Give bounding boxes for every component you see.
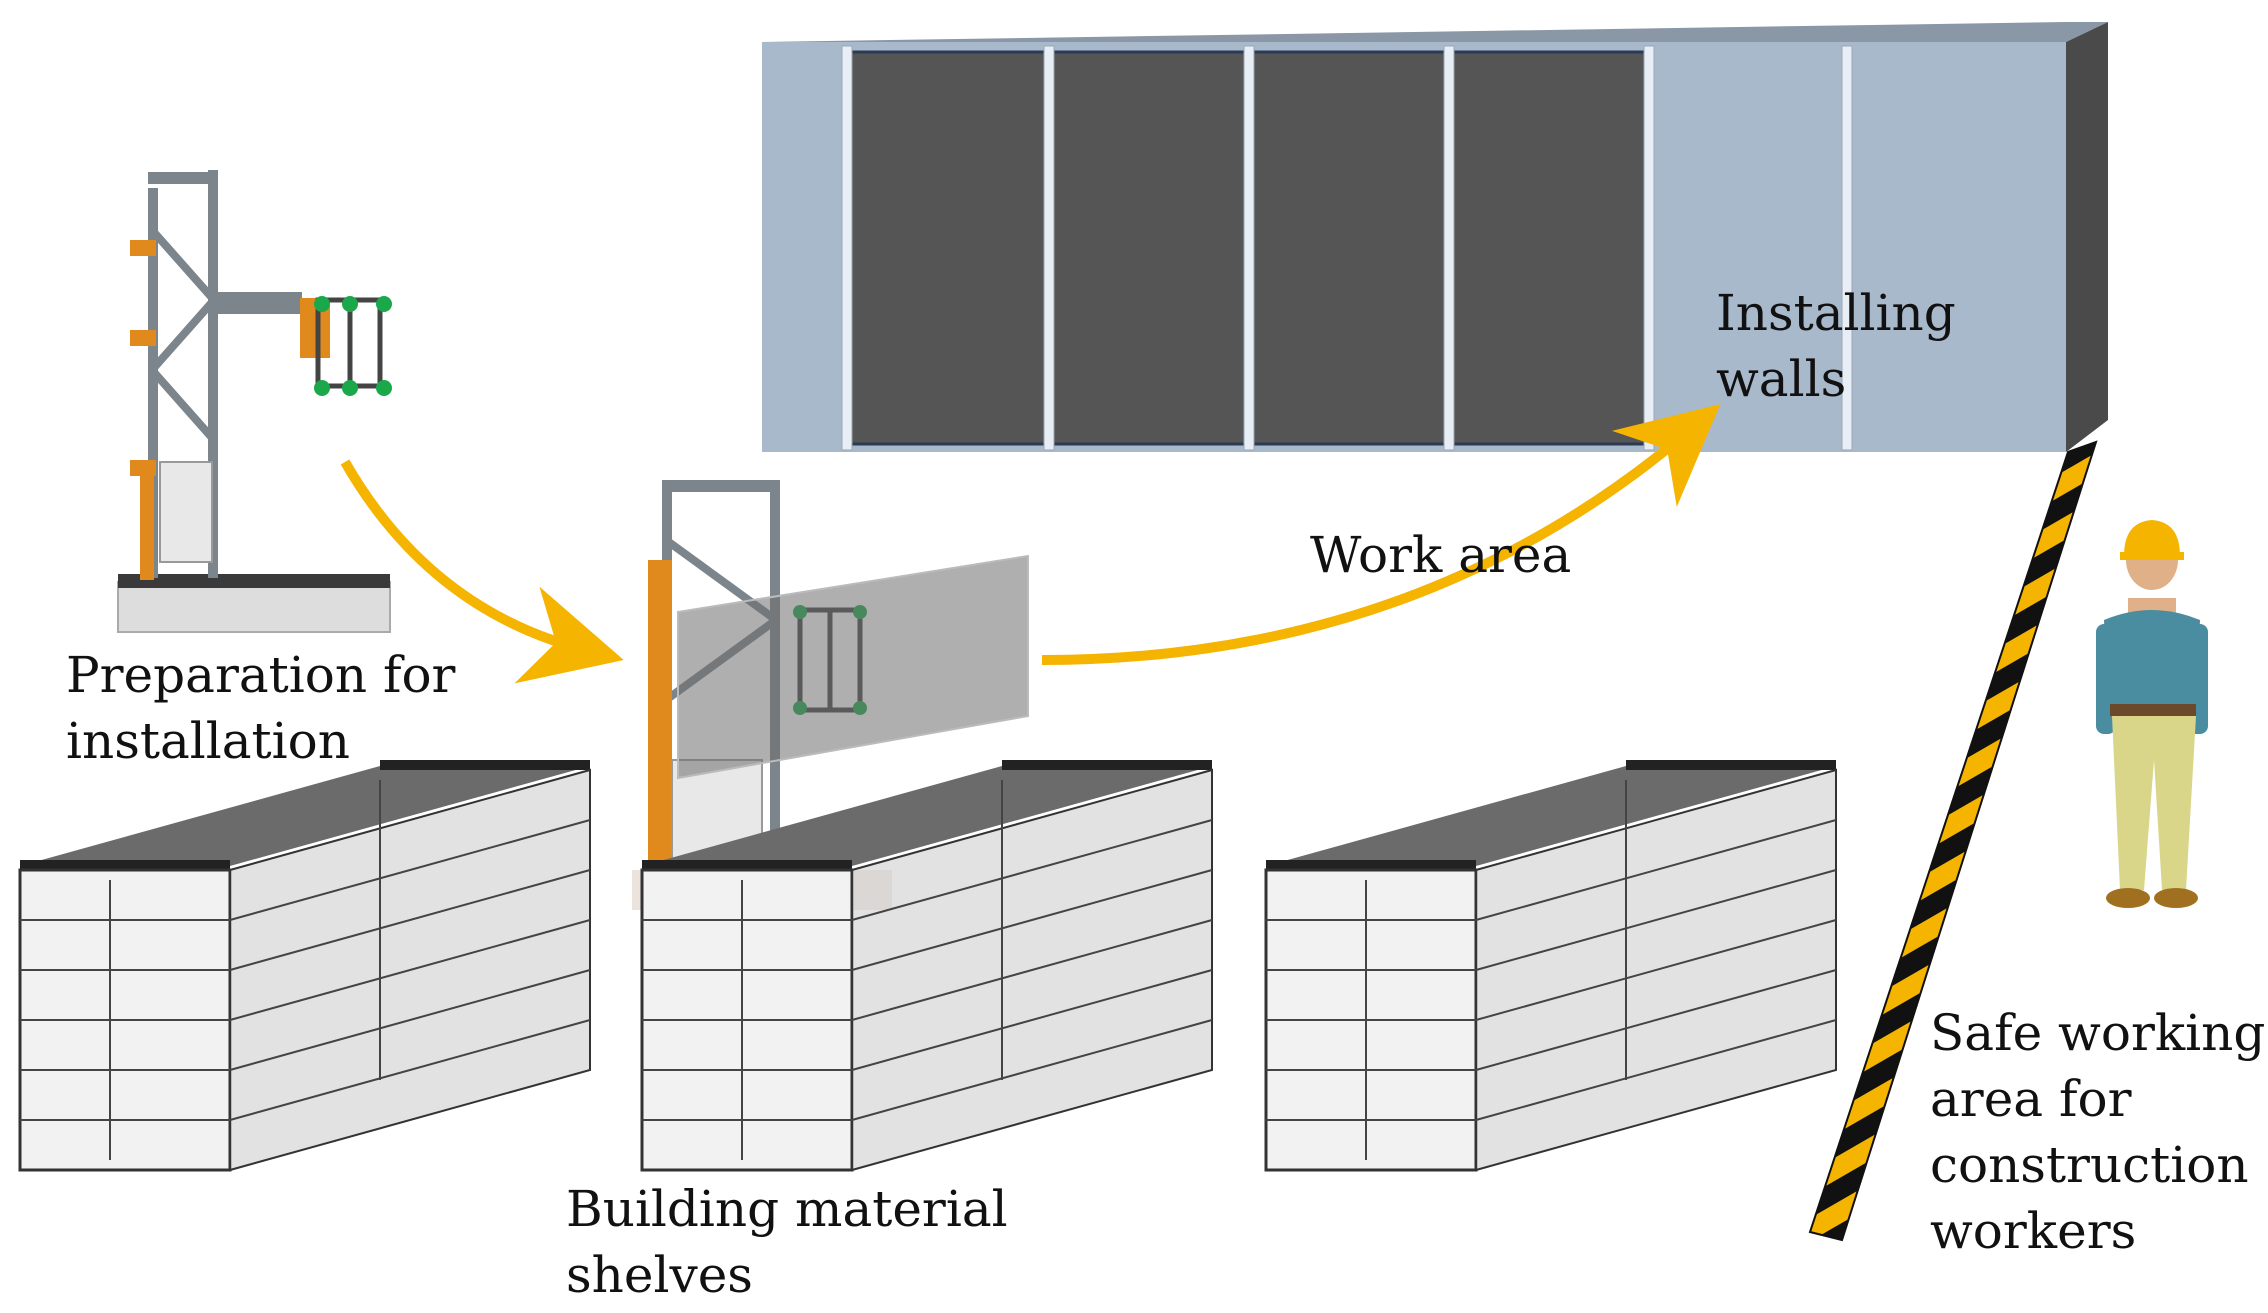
wall-panel-3 — [1246, 50, 1450, 446]
shelf-1 — [18, 760, 591, 1172]
label-work-area: Work area — [1310, 526, 1572, 584]
carried-panel — [677, 554, 1029, 780]
label-installing-walls: Installing walls — [1716, 284, 1956, 408]
arrow-work-to-install — [1041, 404, 1721, 665]
wall-panel-4 — [1446, 50, 1650, 446]
wall-studs — [841, 45, 1853, 451]
safety-barrier — [1808, 440, 2098, 1242]
construction-worker — [2096, 520, 2208, 908]
installing-wall — [762, 22, 2108, 452]
wall-panel-2 — [1046, 50, 1250, 446]
label-safe-working-area: Safe working area for construction worke… — [1930, 1004, 2266, 1260]
arrow-preparation-to-work — [340, 459, 624, 684]
shelf-3 — [1264, 760, 1837, 1172]
label-building-shelves: Building material shelves — [566, 1180, 1008, 1304]
label-preparation: Preparation for installation — [66, 646, 456, 770]
robot-preparation — [117, 170, 392, 633]
wall-top-face — [762, 22, 2108, 42]
wall-panel-1 — [846, 50, 1050, 446]
wall-side-face — [2066, 22, 2108, 452]
shelf-2 — [640, 760, 1213, 1172]
